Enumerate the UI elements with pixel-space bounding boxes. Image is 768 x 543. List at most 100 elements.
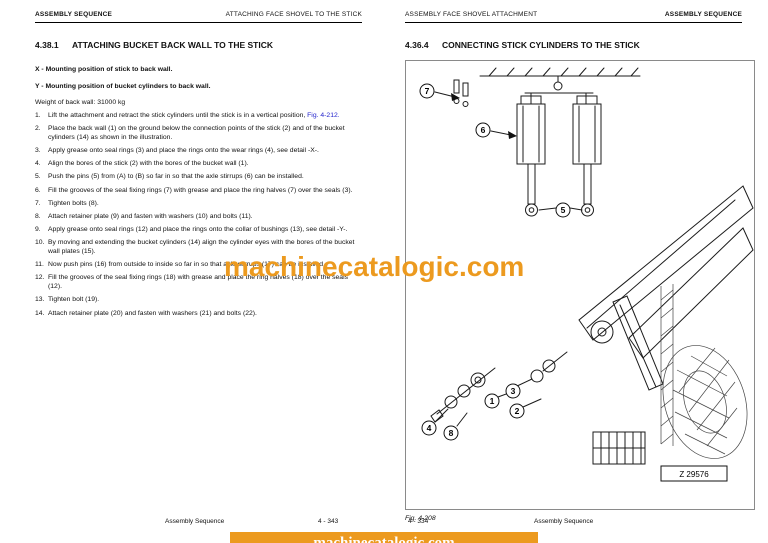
step-text-body: Lift the attachment and retract the stic… xyxy=(48,112,308,119)
bushing-parts xyxy=(530,351,568,383)
grill-plate xyxy=(592,431,646,465)
svg-text:2: 2 xyxy=(515,406,520,416)
footer-page-number: 4 - 343 xyxy=(318,518,339,525)
mount-position-x: X - Mounting position of stick to back w… xyxy=(35,66,173,73)
step-number: 8. xyxy=(35,213,41,220)
footer-label: Assembly Sequence xyxy=(534,518,594,525)
step-item: 11. Now push pins (16) from outside to i… xyxy=(35,261,362,270)
svg-text:6: 6 xyxy=(481,125,486,135)
left-page-header: ASSEMBLY SEQUENCE ATTACHING FACE SHOVEL … xyxy=(35,11,362,23)
right-page: ASSEMBLY FACE SHOVEL ATTACHMENT ASSEMBLY… xyxy=(384,0,768,543)
step-text: Fill the grooves of the seal fixing ring… xyxy=(48,186,353,194)
figure-cross-reference-link[interactable]: Fig. 4-212. xyxy=(307,112,340,119)
hoist-hook xyxy=(524,75,594,105)
watermark-bottom-text: machinecatalogic.com xyxy=(313,535,455,543)
callout-4: 4 xyxy=(421,420,437,436)
step-text: Now push pins (16) from outside to insid… xyxy=(48,261,325,269)
step-item: 8. Attach retainer plate (9) and fasten … xyxy=(35,213,362,222)
svg-text:3: 3 xyxy=(511,386,516,396)
step-text: Apply grease onto seal rings (3) and pla… xyxy=(48,147,319,155)
instruction-steps: 1. Lift the attachment and retract the s… xyxy=(35,112,362,323)
leader-lines xyxy=(434,91,583,427)
step-number: 12. xyxy=(35,274,45,282)
left-section-heading: 4.38.1 ATTACHING BUCKET BACK WALL TO THE… xyxy=(35,40,273,50)
figure-caption: Fig. 4-208 xyxy=(405,515,436,522)
stick-cylinders xyxy=(516,95,602,217)
left-header-chapter: ATTACHING FACE SHOVEL TO THE STICK xyxy=(225,11,362,18)
step-number: 3. xyxy=(35,147,41,155)
step-text: Lift the attachment and retract the stic… xyxy=(48,112,362,121)
svg-text:7: 7 xyxy=(425,86,430,96)
stick-cylinder-diagram: 7 6 5 3 1 2 4 xyxy=(405,60,755,510)
section-title: ATTACHING BUCKET BACK WALL TO THE STICK xyxy=(72,40,273,50)
step-text: Push the pins (5) from (A) to (B) so far… xyxy=(48,173,304,181)
step-item: 1. Lift the attachment and retract the s… xyxy=(35,112,362,121)
callout-7: 7 xyxy=(419,83,435,99)
step-number: 4. xyxy=(35,160,41,168)
step-item: 4. Align the bores of the stick (2) with… xyxy=(35,160,362,169)
step-text: Tighten bolts (8). xyxy=(48,199,99,207)
callout-1: 1 xyxy=(484,393,500,409)
drawing-reference-box: Z 29576 xyxy=(660,465,728,482)
callout-3: 3 xyxy=(505,383,521,399)
step-item: 13. Tighten bolt (19). xyxy=(35,296,362,305)
step-item: 7. Tighten bolts (8). xyxy=(35,200,362,209)
step-text: Attach retainer plate (20) and fasten wi… xyxy=(48,309,257,317)
left-page: ASSEMBLY SEQUENCE ATTACHING FACE SHOVEL … xyxy=(35,11,362,525)
svg-text:8: 8 xyxy=(449,428,454,438)
step-text: Align the bores of the stick (2) with th… xyxy=(48,160,249,168)
step-number: 5. xyxy=(35,173,41,181)
step-item: 5. Push the pins (5) from (A) to (B) so … xyxy=(35,173,362,182)
footer-label: Assembly Sequence xyxy=(165,518,225,525)
step-item: 9. Apply grease onto seal rings (12) and… xyxy=(35,226,362,235)
step-number: 13. xyxy=(35,296,45,304)
step-number: 9. xyxy=(35,226,41,234)
section-title: CONNECTING STICK CYLINDERS TO THE STICK xyxy=(442,40,640,50)
right-page-header: ASSEMBLY FACE SHOVEL ATTACHMENT ASSEMBLY… xyxy=(405,11,742,23)
step-text: By moving and extending the bucket cylin… xyxy=(48,239,355,256)
stick-beam xyxy=(578,185,754,391)
right-header-chapter: ASSEMBLY FACE SHOVEL ATTACHMENT xyxy=(405,11,538,18)
svg-text:Z 29576: Z 29576 xyxy=(679,470,709,479)
step-item: 10. By moving and extending the bucket c… xyxy=(35,239,362,256)
step-item: 6. Fill the grooves of the seal fixing r… xyxy=(35,187,362,196)
step-item: 12. Fill the grooves of the seal fixing … xyxy=(35,274,362,291)
step-number: 10. xyxy=(35,239,45,247)
weight-line: Weight of back wall: 31000 kg xyxy=(35,99,126,106)
step-number: 6. xyxy=(35,186,41,194)
watermark-bottom-bar: machinecatalogic.com xyxy=(230,532,538,543)
step-text: Place the back wall (1) on the ground be… xyxy=(48,125,345,141)
section-number: 4.38.1 xyxy=(35,40,59,50)
pin-washer-assembly xyxy=(430,367,496,423)
step-number: 11. xyxy=(35,261,44,269)
right-header-title: ASSEMBLY SEQUENCE xyxy=(664,11,742,18)
svg-text:4: 4 xyxy=(427,423,432,433)
footer-page-number: 4 - 334 xyxy=(408,518,429,525)
step-number: 7. xyxy=(35,199,41,207)
callout-2: 2 xyxy=(509,403,525,419)
section-number: 4.36.4 xyxy=(405,40,429,50)
left-header-title: ASSEMBLY SEQUENCE xyxy=(35,11,113,18)
mount-position-y: Y - Mounting position of bucket cylinder… xyxy=(35,83,211,90)
step-number: 1. xyxy=(35,112,41,119)
callout-6: 6 xyxy=(475,122,491,138)
ceiling-mount xyxy=(479,67,641,77)
pin-parts-top xyxy=(453,79,469,107)
step-number: 14. xyxy=(35,309,45,317)
step-text: Apply grease onto seal rings (12) and pl… xyxy=(48,226,348,234)
step-item: 14. Attach retainer plate (20) and faste… xyxy=(35,310,362,319)
lattice-mesh xyxy=(660,284,748,459)
right-section-heading: 4.36.4 CONNECTING STICK CYLINDERS TO THE… xyxy=(405,40,640,50)
step-number: 2. xyxy=(35,125,41,133)
figure-4-208: 7 6 5 3 1 2 4 xyxy=(405,60,755,510)
step-item: 2. Place the back wall (1) on the ground… xyxy=(35,125,362,142)
step-text: Attach retainer plate (9) and fasten wit… xyxy=(48,213,253,220)
callout-5: 5 xyxy=(555,202,571,218)
step-text: Fill the grooves of the seal fixing ring… xyxy=(48,274,348,291)
figure-border xyxy=(405,60,755,510)
step-item: 3. Apply grease onto seal rings (3) and … xyxy=(35,147,362,156)
step-text: Tighten bolt (19). xyxy=(48,296,100,304)
svg-text:5: 5 xyxy=(561,205,566,215)
svg-text:1: 1 xyxy=(490,396,495,406)
callout-8: 8 xyxy=(443,425,459,441)
